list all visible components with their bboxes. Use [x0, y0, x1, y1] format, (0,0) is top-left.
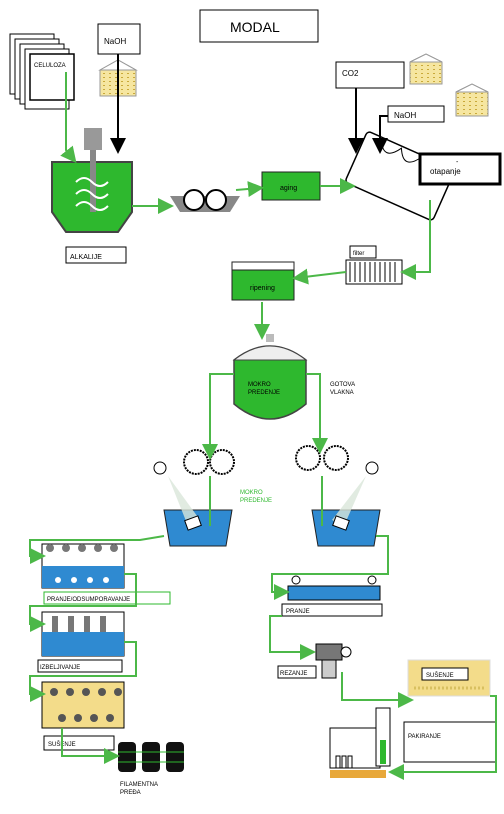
naoh2-label: NaOH	[394, 111, 416, 120]
mokro-tank-label-1: MOKRO	[248, 382, 271, 388]
mokro-predenje-label-1: MOKRO	[240, 490, 263, 496]
filament-spools	[118, 742, 184, 772]
pranje-left-box	[43, 591, 171, 605]
flow-celuloza-to-tank	[60, 72, 77, 164]
flow-right-bath-to-wash	[271, 535, 389, 600]
gotova-vlakna-label-2: VLAKNA	[330, 390, 354, 396]
mokro-tank-label-2: PREDENJE	[248, 390, 280, 396]
alkalije-box	[65, 246, 127, 264]
pranje-right-box	[281, 603, 383, 617]
flow-rollers-to-aging	[235, 181, 264, 197]
pranje-left-bath	[41, 543, 125, 589]
otapanje-dash: -	[456, 159, 459, 166]
left-spin-unit	[153, 449, 235, 547]
spinning-tank	[232, 334, 308, 420]
alkalije-label: ALKALIJE	[70, 254, 102, 261]
flow-tank-right	[306, 373, 328, 454]
rezanje-cutter	[315, 643, 352, 679]
flow-dry-to-pack	[388, 695, 497, 780]
flow-dry-to-spools	[61, 728, 120, 764]
pakiranje-machine	[329, 707, 391, 778]
co2-silo-icon	[409, 53, 443, 85]
pranje-left-label: PRANJE/ODSUMPORAVANJE	[47, 597, 130, 603]
gotova-vlakna-label-1: GOTOVA	[330, 382, 355, 388]
naoh1-label: NaOH	[104, 37, 126, 46]
co2-box	[335, 61, 405, 89]
aging-label: aging	[280, 185, 297, 192]
flow-lines	[29, 54, 497, 780]
filter-block	[345, 245, 403, 285]
flow-wash-to-cut	[269, 615, 316, 660]
pakiranje-box	[403, 721, 497, 763]
flow-naoh2-to-drum	[372, 115, 388, 154]
celuloza-label: CELULOZA	[34, 63, 66, 69]
otapanje-box	[418, 152, 502, 186]
celuloza-papers	[9, 33, 75, 110]
pranje-right-label: PRANJE	[286, 609, 310, 615]
otapanje-label: otapanje	[430, 167, 461, 176]
izbeljivanje-bath	[41, 611, 125, 657]
pakiranje-label: PAKIRANJE	[408, 734, 441, 740]
naoh1-box	[97, 23, 141, 55]
ripening-label: ripening	[250, 285, 275, 292]
naoh2-box	[387, 105, 445, 123]
mokro-predenje-label-2: PREDENJE	[240, 498, 272, 504]
izbeljivanje-box	[37, 659, 123, 673]
filamentna-label-1: FILAMENTNA	[120, 782, 158, 788]
flow-left-bath-to-wash	[29, 535, 165, 564]
co2-label: CO2	[342, 69, 359, 78]
flow-bleach-to-dry	[29, 641, 137, 702]
flow-wash-to-bleach	[29, 573, 137, 632]
right-spin-unit	[295, 445, 381, 547]
flow-drum-to-filter	[400, 200, 431, 280]
rezanje-box	[277, 665, 317, 679]
flow-tank-left	[202, 373, 234, 460]
izbeljivanje-label: IZBELJIVANJE	[40, 665, 80, 671]
title-text: MODAL	[230, 19, 280, 35]
rezanje-label: REZANJE	[280, 671, 307, 677]
press-rollers	[170, 189, 240, 212]
flow-filter-to-ripening	[292, 268, 347, 285]
pranje-right-unit	[287, 575, 381, 601]
filter-label: filter	[353, 251, 364, 257]
naoh2-silo-icon	[455, 83, 489, 117]
title-box	[199, 9, 319, 43]
aging-box	[261, 171, 321, 201]
flow-cut-to-dry	[341, 672, 414, 708]
susenje-right-box	[421, 667, 469, 681]
alkalije-tank	[51, 128, 133, 233]
susenje-right-label: SUŠENJE	[426, 672, 454, 679]
filamentna-label-2: PREĐA	[120, 790, 141, 796]
susenje-left-unit	[41, 681, 125, 729]
